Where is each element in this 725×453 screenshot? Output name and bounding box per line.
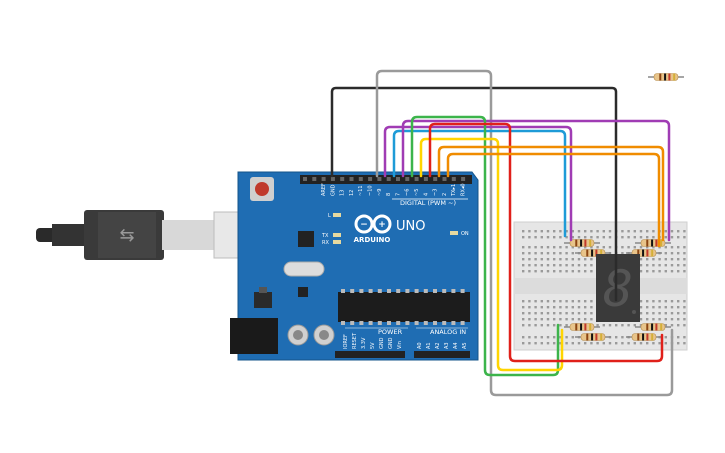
jumper-wire[interactable] (428, 122, 664, 363)
svg-text:−: − (360, 220, 368, 230)
arduino-infinity-logo-icon: − + (354, 214, 392, 234)
jumper-wire[interactable] (375, 69, 674, 397)
digital-pin-socket[interactable] (303, 177, 307, 181)
jumper-wire[interactable] (410, 115, 560, 377)
digital-pin-socket[interactable] (386, 177, 391, 181)
power-pin-label: IOREF (343, 334, 349, 349)
digital-pin-label: 12 (349, 190, 355, 196)
usb-chip (298, 231, 314, 247)
usb-symbol-icon: ⇆ (119, 225, 134, 246)
digital-header[interactable] (300, 175, 472, 184)
led-tx (333, 233, 341, 237)
power-pin-label: 3.3V (361, 337, 367, 349)
digital-pin-socket[interactable] (321, 177, 326, 181)
digital-pin-label: 13 (340, 190, 346, 196)
power-pin-label: GND (388, 337, 394, 349)
power-pin-label: RESET (352, 332, 358, 349)
digital-pin-socket[interactable] (423, 177, 428, 181)
analog-pin-label: A4 (453, 342, 459, 349)
jumper-wire[interactable] (401, 119, 671, 242)
digital-pin-label: AREF (321, 183, 327, 196)
analog-pin-label: A0 (417, 342, 423, 349)
digital-pin-label: GND (330, 184, 336, 196)
led-rx-label: RX (322, 240, 329, 246)
resistor[interactable] (626, 333, 662, 341)
digital-pin-label: ~11 (358, 185, 364, 196)
digital-pin-label: 4 (423, 193, 429, 196)
display-digit: 8 (603, 260, 633, 318)
analog-pin-label: A2 (435, 342, 441, 349)
digital-header-label: DIGITAL (PWM ~) (400, 199, 456, 207)
digital-pin-socket[interactable] (461, 177, 466, 181)
seven-segment-display[interactable]: 8 (596, 254, 640, 322)
crystal-oscillator (283, 261, 325, 277)
digital-pin-socket[interactable] (358, 177, 363, 181)
led-rx (333, 240, 341, 244)
analog-pin-label: A1 (426, 342, 432, 349)
resistor[interactable] (564, 323, 600, 331)
digital-pin-label: TX▸1 (451, 184, 457, 197)
power-header-label: POWER (378, 328, 403, 336)
jumper-wire[interactable] (446, 152, 661, 248)
digital-pin-socket[interactable] (451, 177, 456, 181)
analog-header-label: ANALOG IN (430, 328, 466, 336)
resistor[interactable] (648, 73, 684, 81)
digital-pin-socket[interactable] (349, 177, 354, 181)
jumper-wire[interactable] (330, 86, 618, 302)
power-header[interactable] (335, 351, 405, 358)
jumper-wire[interactable] (419, 137, 564, 372)
led-tx-label: TX (321, 233, 329, 239)
power-jack[interactable] (230, 318, 278, 354)
digital-pin-socket[interactable] (368, 177, 373, 181)
digital-pin-socket[interactable] (414, 177, 419, 181)
digital-pin-socket[interactable] (330, 177, 335, 181)
led-on-label: ON (461, 231, 469, 237)
led-l (333, 213, 341, 217)
power-pin-label: Vin (397, 341, 403, 349)
digital-pin-label: RX◂0 (461, 183, 467, 196)
resistor[interactable] (564, 239, 600, 247)
led-on (450, 231, 458, 235)
digital-pin-socket[interactable] (340, 177, 345, 181)
digital-pin-socket[interactable] (377, 177, 382, 181)
digital-pin-socket[interactable] (405, 177, 410, 181)
analog-header[interactable] (414, 351, 470, 358)
atmega-chip (338, 292, 470, 322)
digital-pin-label: ~10 (368, 185, 374, 196)
small-chip (298, 287, 308, 297)
jumper-wire[interactable] (392, 129, 567, 238)
brand-label: ARDUINO (354, 236, 391, 244)
model-label: UNO (396, 219, 425, 234)
digital-pin-socket[interactable] (433, 177, 438, 181)
voltage-regulator (254, 292, 272, 308)
jumper-wire[interactable] (383, 125, 573, 242)
led-l-label: L (328, 213, 331, 219)
digital-pin-socket[interactable] (312, 177, 317, 181)
resistor[interactable] (575, 333, 611, 341)
jumper-wire[interactable] (437, 145, 665, 242)
digital-pin-label: ~6 (405, 189, 411, 196)
power-pin-label: 5V (370, 342, 376, 349)
digital-pin-label: ~9 (377, 189, 383, 196)
analog-pin-label: A3 (444, 342, 450, 349)
resistor[interactable] (635, 323, 671, 331)
reset-button-cap[interactable] (255, 182, 269, 196)
svg-text:+: + (378, 220, 386, 230)
digital-pin-label: 8 (386, 193, 392, 196)
digital-pin-label: 7 (395, 193, 401, 196)
digital-pin-label: 2 (442, 193, 448, 196)
analog-pin-label: A5 (462, 342, 468, 349)
digital-pin-label: ~3 (433, 189, 439, 196)
digital-pin-socket[interactable] (396, 177, 400, 181)
usb-cable[interactable]: ⇆ (36, 210, 267, 260)
power-pin-label: GND (379, 337, 385, 349)
digital-pin-label: ~5 (414, 189, 420, 196)
digital-pin-socket[interactable] (442, 177, 447, 181)
